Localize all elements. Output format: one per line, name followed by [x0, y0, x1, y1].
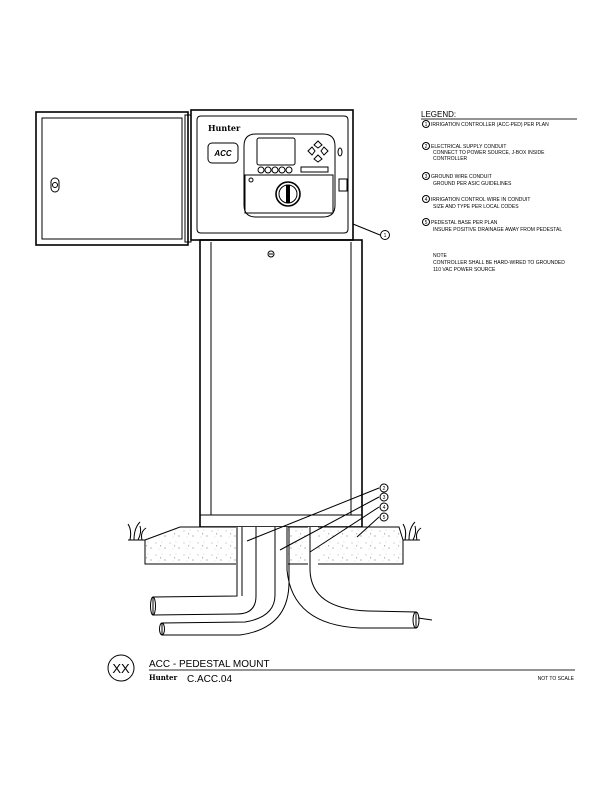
svg-text:CONNECT TO POWER SOURCE, J-BOX: CONNECT TO POWER SOURCE, J-BOX INSIDE — [433, 150, 545, 156]
svg-text:CONTROLLER: CONTROLLER — [433, 156, 468, 162]
title-block: XX ACC - PEDESTAL MOUNT Hunter C.ACC.04 … — [107, 654, 575, 685]
grass-left-icon — [127, 521, 147, 541]
hunter-logo: Hunter — [149, 673, 177, 682]
open-door — [35, 111, 192, 246]
conduits — [150, 527, 433, 636]
svg-text:4: 4 — [425, 197, 428, 203]
callout-1: 1 — [352, 223, 390, 240]
svg-text:110 VAC POWER SOURCE: 110 VAC POWER SOURCE — [433, 267, 496, 273]
controller-model-badge: ACC — [213, 149, 232, 158]
legend-item-5: 5 PEDESTAL BASE PER PLAN INSURE POSITIVE… — [422, 218, 562, 233]
lock-icon — [267, 250, 275, 258]
callout-5: 5 — [356, 512, 389, 538]
dial-icon — [275, 181, 301, 207]
callout-4: 4 — [309, 502, 389, 553]
legend-item-2: 2 ELECTRICAL SUPPLY CONDUIT CONNECT TO P… — [422, 142, 545, 162]
legend-title: LEGEND: — [421, 110, 456, 119]
controller-cabinet: Hunter ACC — [190, 109, 354, 241]
legend-item-4: 4 IRRIGATION CONTROL WIRE IN CONDUIT SIZ… — [422, 195, 530, 210]
callout-3: 3 — [279, 492, 389, 551]
program-buttons — [257, 166, 293, 174]
svg-text:INSURE POSITIVE DRAINAGE AWAY: INSURE POSITIVE DRAINAGE AWAY FROM PEDES… — [433, 227, 562, 233]
arrow-buttons-icon — [307, 140, 329, 163]
legend-item-3: 3 GROUND WIRE CONDUIT GROUND PER ASIC GU… — [422, 172, 512, 187]
svg-text:CONTROLLER SHALL BE HARD-WIRED: CONTROLLER SHALL BE HARD-WIRED TO GROUND… — [433, 260, 565, 266]
lcd-screen — [256, 137, 296, 166]
svg-text:GROUND PER ASIC GUIDELINES: GROUND PER ASIC GUIDELINES — [433, 181, 512, 187]
legend-item-1: 1 IRRIGATION CONTROLLER (ACC-PED) PER PL… — [422, 120, 549, 128]
callout-2: 2 — [246, 483, 389, 542]
detail-marker: XX — [112, 661, 130, 676]
door-latch-icon — [50, 177, 60, 193]
controller-brand-logo: Hunter — [208, 123, 241, 133]
svg-text:IRRIGATION CONTROL WIRE IN CON: IRRIGATION CONTROL WIRE IN CONDUIT — [431, 197, 530, 203]
pedestal — [199, 239, 363, 528]
svg-text:GROUND WIRE CONDUIT: GROUND WIRE CONDUIT — [431, 174, 492, 180]
svg-text:3: 3 — [383, 495, 386, 501]
svg-text:3: 3 — [425, 174, 428, 180]
svg-text:2: 2 — [383, 486, 386, 492]
svg-text:1: 1 — [384, 233, 387, 239]
svg-text:4: 4 — [383, 505, 386, 511]
svg-text:1: 1 — [425, 122, 428, 128]
note-title: NOTE — [433, 253, 448, 259]
detail-title: ACC - PEDESTAL MOUNT — [149, 659, 270, 670]
legend: LEGEND: 1 IRRIGATION CONTROLLER (ACC-PED… — [421, 110, 577, 273]
svg-text:5: 5 — [383, 515, 386, 521]
scale-note: NOT TO SCALE — [538, 676, 575, 682]
svg-text:SIZE AND TYPE PER LOCAL CODES: SIZE AND TYPE PER LOCAL CODES — [433, 204, 519, 210]
svg-text:5: 5 — [425, 220, 428, 226]
svg-text:PEDESTAL BASE PER PLAN: PEDESTAL BASE PER PLAN — [431, 220, 498, 226]
detail-number: C.ACC.04 — [187, 674, 232, 685]
svg-text:2: 2 — [425, 144, 428, 150]
svg-text:ELECTRICAL SUPPLY CONDUIT: ELECTRICAL SUPPLY CONDUIT — [431, 144, 506, 150]
grass-right-icon — [402, 521, 422, 541]
svg-text:IRRIGATION CONTROLLER (ACC-PED: IRRIGATION CONTROLLER (ACC-PED) PER PLAN — [431, 122, 549, 128]
